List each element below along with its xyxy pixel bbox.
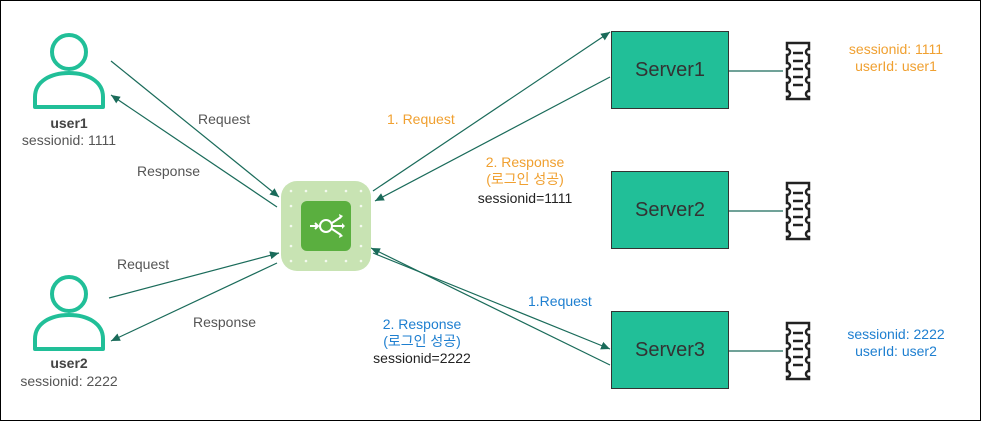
server1-store-user: userId: user1	[855, 58, 937, 74]
user1-request-label: Request	[198, 111, 251, 127]
user2-name: user2	[50, 355, 88, 371]
server1-box: Server1	[611, 31, 729, 109]
load-balancer-dots	[289, 189, 363, 263]
server3-request-label: 1.Request	[528, 293, 592, 309]
server3-request-arrow	[372, 252, 611, 350]
server1-request-label: 1. Request	[387, 111, 455, 127]
user1-session: sessionid: 1111	[21, 132, 117, 148]
user2-session: sessionid: 2222	[20, 373, 118, 389]
server3-box: Server3	[611, 311, 729, 389]
load-balancer-icon	[310, 214, 345, 238]
server1-response-arrow	[374, 76, 611, 202]
user-icon	[33, 33, 105, 109]
server3-store-session: sessionid: 2222	[847, 326, 945, 342]
server1-request-arrow	[372, 31, 611, 192]
session-store-icon	[785, 41, 811, 101]
load-balancer	[281, 181, 371, 271]
server1-label: Server1	[634, 58, 706, 81]
user1-name: user1	[50, 115, 88, 131]
server3-store-user: userId: user2	[855, 343, 937, 359]
user2-request-arrow	[108, 251, 280, 299]
server2-label: Server2	[634, 198, 706, 221]
server3-response-arrow	[370, 247, 611, 366]
server3-response-status: (로그인 성공)	[383, 333, 461, 349]
server2-box: Server2	[611, 171, 729, 249]
user2-request-label: Request	[117, 256, 170, 272]
server1-session-label: sessionid=1111	[477, 190, 573, 206]
user2-response-label: Response	[193, 314, 257, 330]
server3-label: Server3	[634, 338, 706, 361]
user1-request-arrow	[110, 60, 280, 198]
server1-response-label: 2. Response	[485, 154, 565, 170]
load-balancer-core	[301, 201, 351, 251]
server3-session-label: sessionid=2222	[373, 350, 471, 366]
server1-store-session: sessionid: 1111	[848, 41, 944, 57]
session-store-icon	[785, 321, 811, 381]
user1-response-arrow	[110, 94, 278, 208]
user1-response-label: Response	[137, 163, 201, 179]
user-icon	[33, 275, 105, 351]
server1-response-status: (로그인 성공)	[486, 171, 564, 187]
user2-response-arrow	[110, 262, 278, 342]
server3-response-label: 2. Response	[382, 316, 462, 332]
session-store-icon	[785, 181, 811, 241]
